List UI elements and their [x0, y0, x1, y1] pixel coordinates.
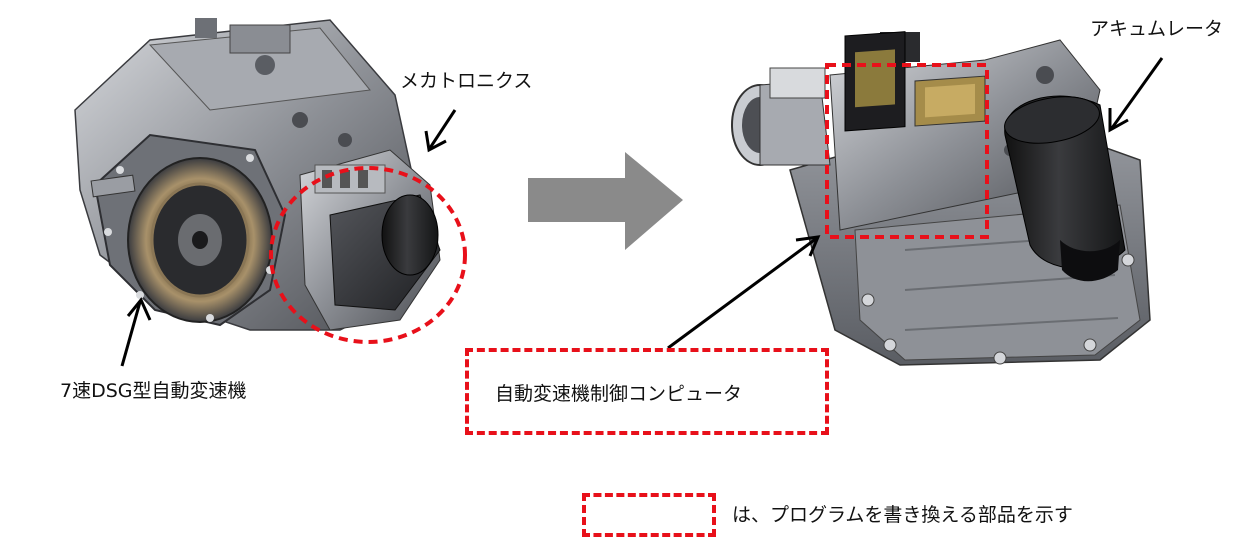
control-computer-highlight-box	[825, 63, 989, 239]
legend-dashed-box-sample	[582, 493, 716, 537]
transmission-image	[74, 18, 441, 331]
control-computer-pointer-arrow	[667, 235, 821, 350]
control-computer-label-box	[465, 348, 829, 435]
transmission-label: 7速DSG型自動変速機	[60, 380, 247, 402]
big-right-arrow	[528, 152, 683, 250]
mechatronics-highlight-circle	[269, 166, 467, 344]
mechatronics-label: メカトロニクス	[400, 70, 533, 92]
legend-text: は、プログラムを書き換える部品を示す	[732, 504, 1073, 526]
mechatronics-unit-image	[731, 31, 1151, 366]
transmission-pointer-arrow	[120, 297, 152, 367]
accumulator-pointer-arrow	[1108, 57, 1164, 133]
mechatronics-pointer-arrow	[424, 109, 457, 153]
accumulator-label: アキュムレータ	[1090, 18, 1224, 40]
control-computer-label: 自動変速機制御コンピュータ	[495, 383, 743, 405]
